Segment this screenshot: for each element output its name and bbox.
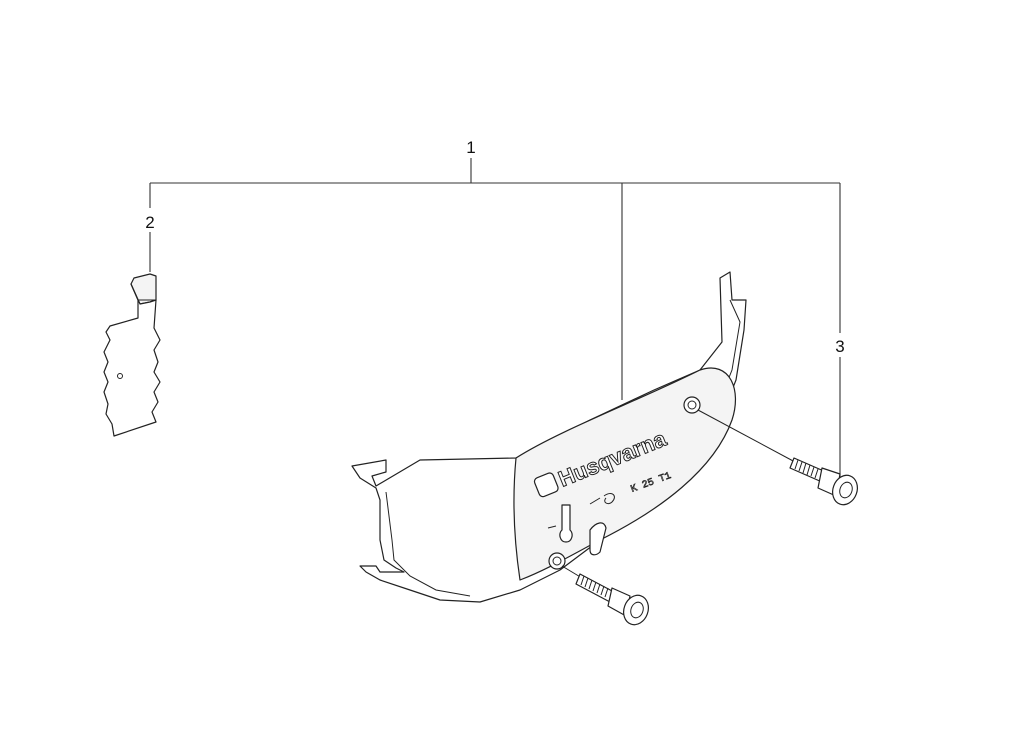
cover-hole-lower	[548, 552, 566, 570]
leader-lines	[149, 158, 841, 478]
screw-lower	[561, 565, 649, 626]
husqvarna-crown-icon	[533, 472, 559, 498]
tension-symbol-icon	[589, 493, 615, 505]
callout-1: 1	[466, 138, 475, 157]
tension-mark-icon	[547, 525, 557, 529]
screw-upper	[697, 409, 858, 506]
callout-2: 2	[145, 213, 154, 232]
callout-3: 3	[835, 337, 844, 356]
cover-hole-upper	[683, 396, 701, 414]
cover-part-1: Husqvarna K 25 T1	[351, 271, 747, 603]
plate-part-2	[103, 273, 161, 437]
